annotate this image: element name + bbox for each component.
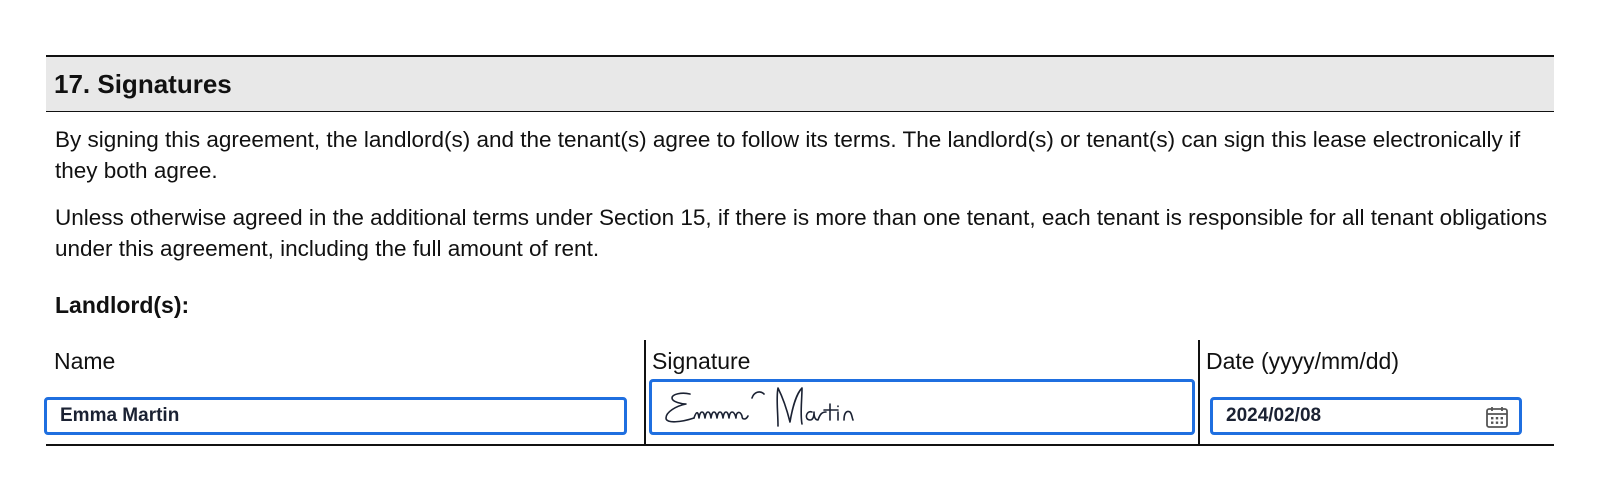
landlord-signature-field[interactable] xyxy=(649,379,1195,435)
landlords-heading: Landlord(s): xyxy=(55,292,190,318)
calendar-icon[interactable] xyxy=(1485,405,1509,434)
signature-label: Signature xyxy=(652,348,751,374)
section-title: 17. Signatures xyxy=(54,68,232,99)
date-column: Date (yyyy/mm/dd) 2024/02/08 xyxy=(1200,340,1554,446)
signatures-section: 17. Signatures By signing this agreement… xyxy=(46,55,1554,264)
tenant-obligations-paragraph: Unless otherwise agreed in the additiona… xyxy=(55,205,1548,261)
signing-agreement-paragraph: By signing this agreement, the landlord(… xyxy=(55,127,1521,183)
name-column: Name Emma Martin xyxy=(44,340,644,446)
name-label: Name xyxy=(54,348,116,374)
landlord-name-input[interactable]: Emma Martin xyxy=(44,397,627,435)
landlord-date-input[interactable]: 2024/02/08 xyxy=(1210,397,1522,435)
landlord-signature-table: Name Emma Martin Signature xyxy=(44,340,1554,446)
column-divider xyxy=(1198,340,1200,446)
table-bottom-rule xyxy=(46,444,1554,446)
signature-column: Signature xyxy=(646,340,1198,446)
landlord-name-value: Emma Martin xyxy=(60,405,180,426)
column-divider xyxy=(644,340,646,446)
section-header: 17. Signatures xyxy=(46,55,1554,112)
signature-ink-icon xyxy=(665,387,854,427)
date-label: Date (yyyy/mm/dd) xyxy=(1206,348,1399,374)
landlord-date-value: 2024/02/08 xyxy=(1226,405,1322,426)
